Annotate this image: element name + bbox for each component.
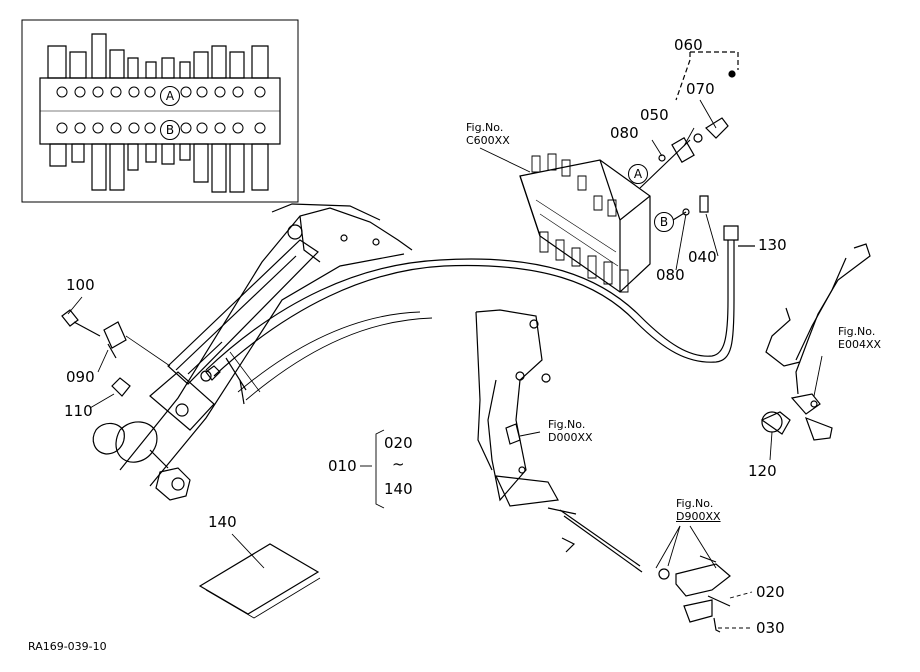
fig-ref-c600-line1: Fig.No.: [466, 121, 504, 134]
part-label-020-range: 020: [384, 434, 413, 452]
port-marker-a-inset: A: [160, 86, 180, 106]
fittings-illustration: [640, 52, 738, 228]
part-label-080-lower: 080: [656, 266, 685, 284]
part-label-140-range: 140: [384, 480, 413, 498]
manual-booklet-illustration: [200, 544, 320, 618]
fig-ref-e004-line2: E004XX: [838, 338, 882, 352]
pedal-bracket-illustration: [476, 310, 576, 514]
port-marker-a-valve: A: [628, 164, 648, 184]
leader-lines: [68, 100, 822, 628]
part-label-060: 060: [674, 36, 703, 54]
fig-ref-d900: Fig.No. D900XX: [676, 497, 721, 523]
part-label-140: 140: [208, 513, 237, 531]
part-label-040: 040: [688, 248, 717, 266]
range-tilde: ~: [392, 455, 405, 473]
part-label-050: 050: [640, 106, 669, 124]
part-label-100: 100: [66, 276, 95, 294]
part-label-070: 070: [686, 80, 715, 98]
valve-inset-illustration: [22, 20, 298, 202]
part-label-020: 020: [756, 583, 785, 601]
boom-arm-illustration: [93, 204, 412, 500]
part-label-120: 120: [748, 462, 777, 480]
port-marker-b-valve: B: [654, 212, 674, 232]
control-valve-illustration: [520, 154, 650, 292]
hydraulic-hose-illustration: [206, 226, 755, 400]
part-label-090: 090: [66, 368, 95, 386]
pedal-rod-illustration: [560, 510, 730, 632]
fig-ref-d000-line1: Fig.No.: [548, 418, 586, 431]
fig-ref-e004: Fig.No. E004XX: [838, 325, 881, 351]
fig-ref-d000-line2: D000XX: [548, 431, 593, 445]
part-label-130: 130: [758, 236, 787, 254]
fig-ref-c600: Fig.No. C600XX: [466, 121, 510, 147]
fig-ref-c600-line2: C600XX: [466, 134, 510, 148]
fig-ref-d900-line1: Fig.No.: [676, 497, 714, 510]
fig-ref-e004-line1: Fig.No.: [838, 325, 876, 338]
port-marker-b-inset: B: [160, 120, 180, 140]
part-label-080-upper: 080: [610, 124, 639, 142]
part-label-010: 010: [328, 457, 357, 475]
part-label-110: 110: [64, 402, 93, 420]
fig-ref-d000: Fig.No. D000XX: [548, 418, 593, 444]
drawing-code: RA169-039-10: [28, 640, 107, 653]
cylinder-bolts-illustration: [62, 310, 170, 396]
fig-ref-d900-line2: D900XX: [676, 510, 721, 524]
part-label-030: 030: [756, 619, 785, 637]
